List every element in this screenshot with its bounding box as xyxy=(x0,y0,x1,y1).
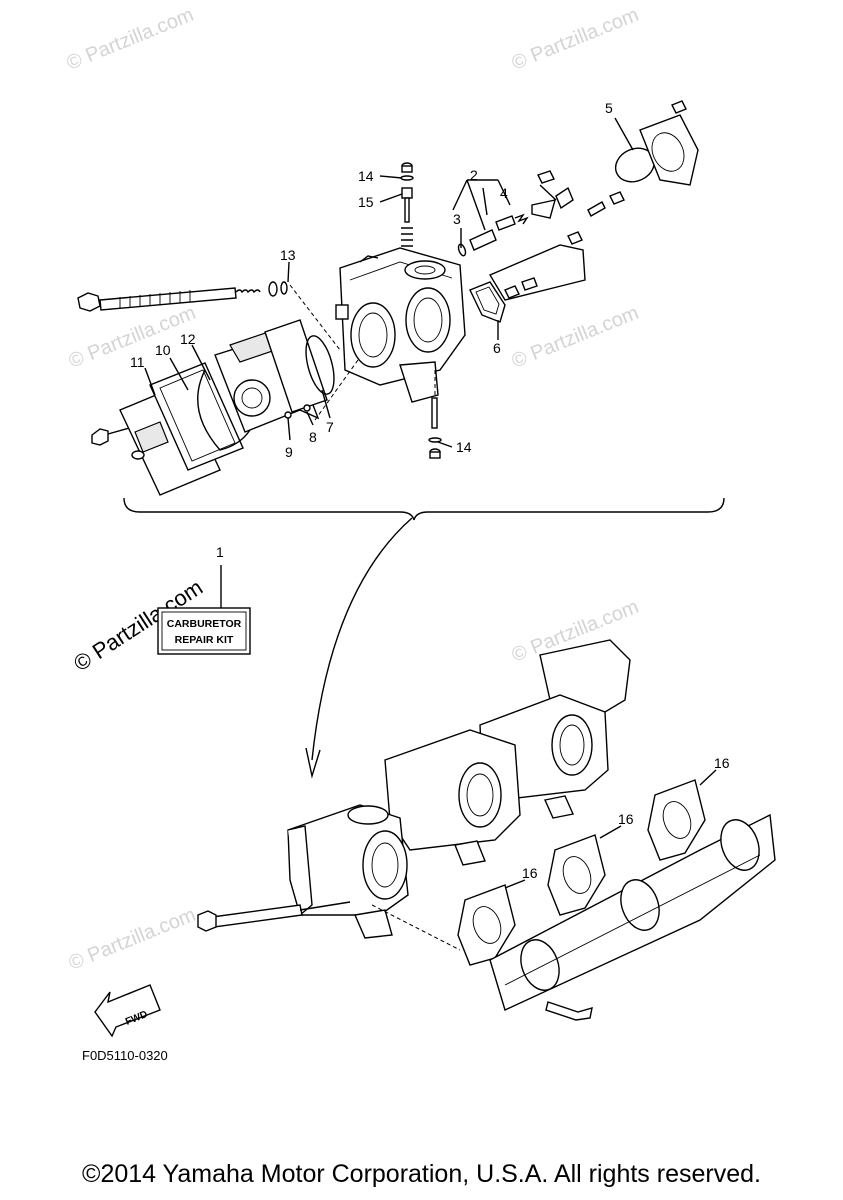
copyright-notice: ©2014 Yamaha Motor Corporation, U.S.A. A… xyxy=(82,1160,761,1188)
group-bracket xyxy=(123,497,725,779)
repair-kit-line2: REPAIR KIT xyxy=(175,634,234,646)
callout-number: 16 xyxy=(714,755,730,771)
repair-kit-line1: CARBURETOR xyxy=(167,618,242,630)
callout-number: 10 xyxy=(155,342,171,358)
diagram-code: F0D5110-0320 xyxy=(82,1048,168,1063)
callout-numbers: 1 2 3 4 5 6 7 8 9 10 11 12 13 14 15 14 1… xyxy=(130,100,730,881)
exploded-view xyxy=(77,100,699,496)
callout-leaders xyxy=(144,117,717,889)
callout-number: 4 xyxy=(500,185,508,201)
callout-number: 8 xyxy=(309,429,317,445)
callout-number: 7 xyxy=(326,419,334,435)
carburetor-body xyxy=(335,247,466,403)
callout-number: 3 xyxy=(453,211,461,227)
idle-adjust-screw xyxy=(77,281,288,312)
throttle-linkage xyxy=(488,170,625,301)
jet-stack-bottom xyxy=(428,370,442,459)
callout-number: 2 xyxy=(470,167,478,183)
callout-number: 5 xyxy=(605,100,613,116)
watermark: © Partzilla.com xyxy=(64,4,197,75)
gaskets-and-manifold xyxy=(457,779,776,1021)
callout-number: 14 xyxy=(456,439,472,455)
callout-number: 15 xyxy=(358,194,374,210)
jet-stack-top xyxy=(400,162,414,247)
callout-number: 16 xyxy=(522,865,538,881)
callout-number: 6 xyxy=(493,340,501,356)
watermark: © Partzilla.com xyxy=(66,904,199,975)
gasket xyxy=(647,779,706,861)
gasket xyxy=(547,834,606,916)
carburetor-assembly xyxy=(197,639,631,951)
callout-number: 9 xyxy=(285,444,293,460)
watermark: © Partzilla.com xyxy=(509,302,642,373)
callout-number: 12 xyxy=(180,331,196,347)
diaphragm xyxy=(197,369,251,451)
callout-number: 1 xyxy=(216,544,224,560)
watermark: © Partzilla.com xyxy=(509,4,642,75)
callout-number: 11 xyxy=(130,354,145,370)
needle-valve xyxy=(457,213,529,257)
callout-number: 14 xyxy=(358,168,374,184)
forward-arrow-icon: FWD xyxy=(94,984,161,1038)
gasket xyxy=(264,319,328,413)
gasket xyxy=(149,362,244,471)
top-cover xyxy=(614,100,699,186)
callout-number: 16 xyxy=(618,811,634,827)
o-ring xyxy=(305,335,335,395)
callout-number: 13 xyxy=(280,247,296,263)
repair-kit-box: CARBURETOR REPAIR KIT xyxy=(157,565,251,655)
